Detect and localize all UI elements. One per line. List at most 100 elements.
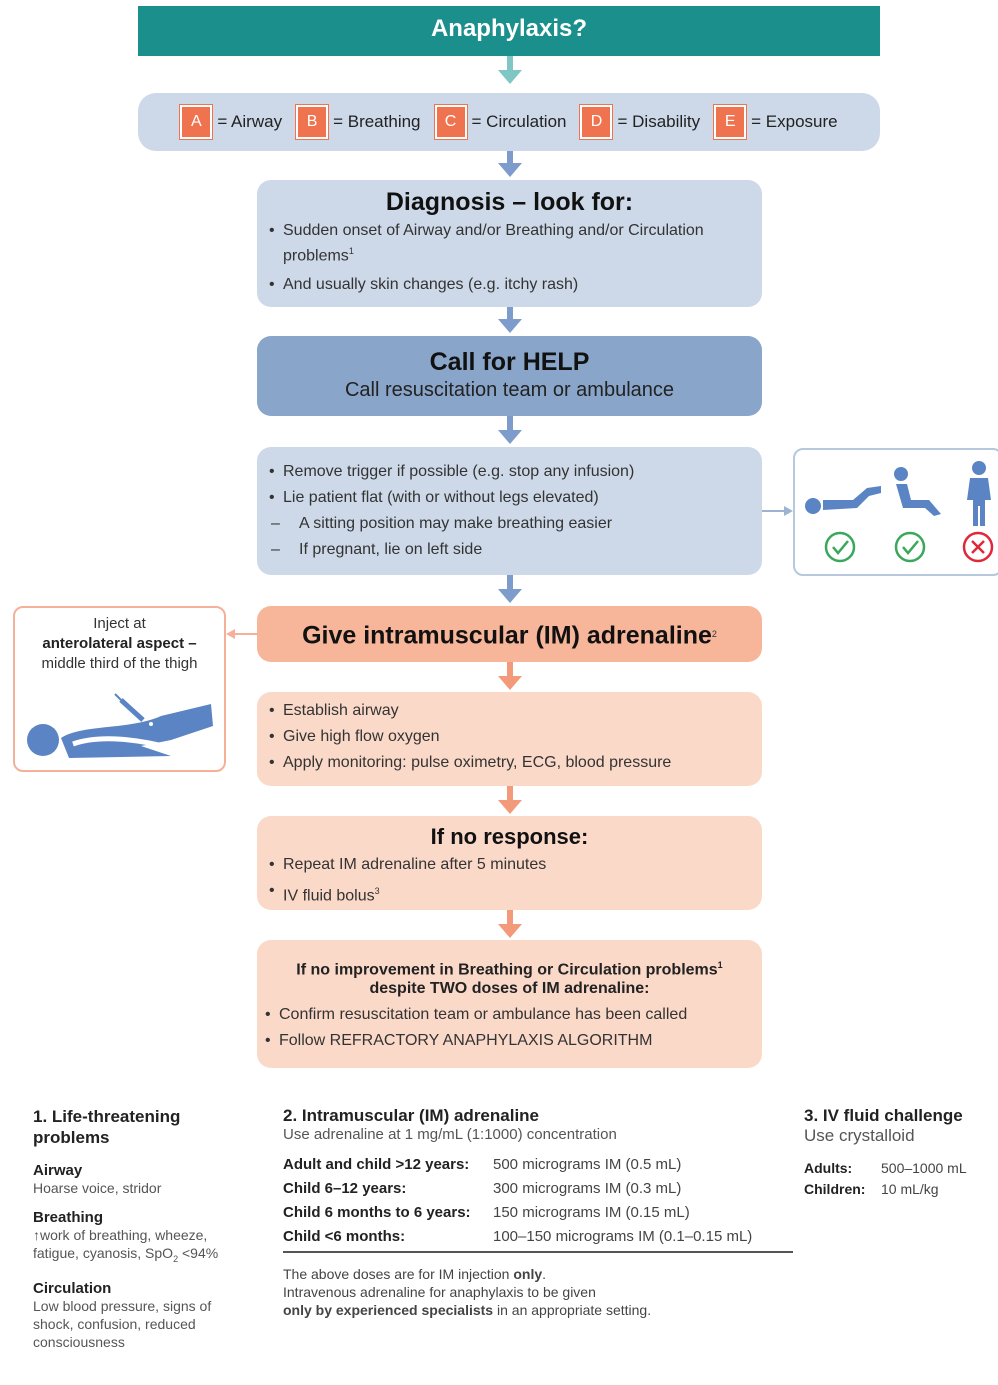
abcde-label: = Disability bbox=[617, 112, 701, 131]
inject-line: middle third of the thigh bbox=[41, 655, 198, 672]
footer-title: 2. Intramuscular (IM) adrenaline bbox=[283, 1106, 540, 1125]
text: The above doses are for IM injection bbox=[283, 1266, 514, 1282]
adrenaline-box: Give intramuscular (IM) adrenaline2 bbox=[257, 606, 762, 662]
dose-value: 100–150 micrograms IM (0.1–0.15 mL) bbox=[493, 1228, 753, 1245]
dose-group: Child 6–12 years: bbox=[283, 1180, 407, 1197]
text: fatigue, cyanosis, SpO bbox=[33, 1245, 174, 1261]
text: ↑work of breathing, wheeze, bbox=[33, 1227, 208, 1243]
check-icon bbox=[894, 531, 926, 563]
adrenaline-heading: Give intramuscular (IM) adrenaline bbox=[302, 621, 712, 650]
page-title: Anaphylaxis? bbox=[138, 6, 880, 56]
no-response-heading: If no response: bbox=[430, 824, 589, 849]
breathing-text: ↑work of breathing, wheeze, fatigue, cya… bbox=[33, 1226, 258, 1268]
fluid-table: Adults:500–1000 mL Children: 10 mL/kg bbox=[804, 1158, 994, 1200]
dose-group: Adult and child >12 years: bbox=[283, 1156, 470, 1173]
inject-line: anterolateral aspect – bbox=[42, 635, 197, 652]
table-row: Child 6 months to 6 years:150 micrograms… bbox=[283, 1201, 793, 1225]
inject-box: Inject at anterolateral aspect – middle … bbox=[13, 606, 226, 772]
dose-note: The above doses are for IM injection onl… bbox=[283, 1265, 793, 1319]
injection-thigh-icon bbox=[27, 693, 213, 758]
arrow-down-icon bbox=[498, 786, 522, 814]
abcde-label: = Breathing bbox=[333, 112, 421, 131]
list-item: Follow REFRACTORY ANAPHYLAXIS ALGORITHM bbox=[265, 1028, 754, 1054]
abcde-bar: A= Airway B= Breathing C= Circulation D=… bbox=[138, 93, 880, 151]
sitting-icon bbox=[894, 467, 941, 516]
arrow-down-icon bbox=[498, 910, 522, 938]
footer-title: 3. IV fluid challenge bbox=[804, 1106, 963, 1125]
list-item: Remove trigger if possible (e.g. stop an… bbox=[269, 459, 750, 485]
abcde-label: = Exposure bbox=[751, 112, 838, 131]
diagnosis-box: Diagnosis – look for: Sudden onset of Ai… bbox=[257, 180, 762, 307]
list-item: Confirm resuscitation team or ambulance … bbox=[265, 1002, 754, 1028]
abcde-letter: D bbox=[580, 105, 613, 139]
footnote: 2 bbox=[711, 629, 717, 639]
footnote: 3 bbox=[374, 886, 380, 896]
text: . bbox=[542, 1266, 547, 1282]
table-row: Adult and child >12 years: 500 micrograms… bbox=[283, 1153, 793, 1177]
arrow-down-icon bbox=[498, 662, 522, 690]
abcde-item-e: E= Exposure bbox=[714, 105, 838, 139]
position-box: Remove trigger if possible (e.g. stop an… bbox=[257, 447, 762, 575]
arrow-right-icon bbox=[762, 506, 793, 516]
lying-flat-icon bbox=[805, 486, 881, 514]
airway-label: Airway bbox=[33, 1162, 83, 1179]
cross-icon bbox=[962, 531, 994, 563]
circulation-label: Circulation bbox=[33, 1279, 112, 1297]
footer-life-threatening: 1. Life-threatening problems Airway Hoar… bbox=[33, 1106, 258, 1351]
arrow-down-icon bbox=[498, 151, 522, 177]
help-heading: Call for HELP bbox=[429, 348, 590, 376]
arrow-down-icon bbox=[498, 56, 522, 84]
check-icon bbox=[824, 531, 856, 563]
list-item: Give high flow oxygen bbox=[269, 724, 750, 750]
no-improvement-box: If no improvement in Breathing or Circul… bbox=[257, 940, 762, 1068]
text: only bbox=[513, 1266, 543, 1282]
arrow-left-icon bbox=[226, 629, 259, 639]
footnote: 1 bbox=[717, 960, 723, 970]
subscript: 2 bbox=[173, 1253, 179, 1264]
fluid-label: Children: bbox=[804, 1181, 866, 1197]
dose-value: 300 micrograms IM (0.3 mL) bbox=[493, 1180, 682, 1197]
abcde-letter: A bbox=[180, 105, 213, 139]
footer-subtitle: Use crystalloid bbox=[804, 1126, 915, 1145]
abcde-label: = Circulation bbox=[471, 112, 567, 131]
arrow-down-icon bbox=[498, 307, 522, 333]
dose-group: Child <6 months: bbox=[283, 1228, 406, 1245]
abcde-letter: B bbox=[296, 105, 329, 139]
help-box: Call for HELP Call resuscitation team or… bbox=[257, 336, 762, 416]
support-box: Establish airway Give high flow oxygen A… bbox=[257, 692, 762, 786]
list-item: Repeat IM adrenaline after 5 minutes bbox=[269, 852, 750, 878]
standing-icon bbox=[967, 461, 991, 526]
list-item: IV fluid bolus3 bbox=[269, 878, 750, 909]
footnote: 1 bbox=[348, 246, 354, 256]
abcde-item-b: B= Breathing bbox=[296, 105, 421, 139]
list-subitem: A sitting position may make breathing ea… bbox=[269, 511, 750, 537]
table-row: Child <6 months: 100–150 micrograms IM (0… bbox=[283, 1225, 793, 1253]
list-item-text: IV fluid bolus bbox=[283, 887, 375, 905]
fluid-value: 10 mL/kg bbox=[881, 1181, 939, 1197]
no-improvement-heading: If no improvement in Breathing or Circul… bbox=[265, 956, 754, 998]
footer-title: 1. Life-threatening problems bbox=[33, 1107, 181, 1147]
dose-table: Adult and child >12 years: 500 micrograms… bbox=[283, 1153, 793, 1253]
abcde-letter: C bbox=[434, 105, 467, 139]
diagnosis-heading: Diagnosis – look for: bbox=[385, 188, 634, 216]
heading-line: despite TWO doses of IM adrenaline: bbox=[369, 980, 650, 998]
airway-text: Hoarse voice, stridor bbox=[33, 1180, 162, 1196]
footer-im-adrenaline: 2. Intramuscular (IM) adrenaline Use adr… bbox=[283, 1106, 793, 1319]
footer-iv-fluid: 3. IV fluid challenge Use crystalloid Ad… bbox=[804, 1106, 994, 1200]
list-item: Sudden onset of Airway and/or Breathing … bbox=[269, 221, 750, 266]
circulation-text: Low blood pressure, signs of shock, conf… bbox=[33, 1297, 212, 1350]
table-row: Adults:500–1000 mL bbox=[804, 1158, 994, 1179]
table-row: Children: 10 mL/kg bbox=[804, 1179, 994, 1200]
abcde-letter: E bbox=[714, 105, 747, 139]
text: only by experienced specialists bbox=[283, 1302, 494, 1318]
fluid-label: Adults: bbox=[804, 1160, 853, 1176]
inject-line: Inject at bbox=[93, 615, 146, 632]
diagnosis-item: Sudden onset of Airway and/or Breathing … bbox=[283, 222, 704, 265]
text: in an appropriate setting. bbox=[493, 1302, 652, 1318]
abcde-label: = Airway bbox=[217, 112, 283, 131]
abcde-item-c: C= Circulation bbox=[434, 105, 567, 139]
table-row: Child 6–12 years: 300 micrograms IM (0.3 … bbox=[283, 1177, 793, 1201]
dose-value: 500 micrograms IM (0.5 mL) bbox=[493, 1156, 682, 1173]
footer-subtitle: Use adrenaline at 1 mg/mL (1:1000) conce… bbox=[283, 1126, 617, 1143]
text: <94% bbox=[178, 1245, 219, 1261]
